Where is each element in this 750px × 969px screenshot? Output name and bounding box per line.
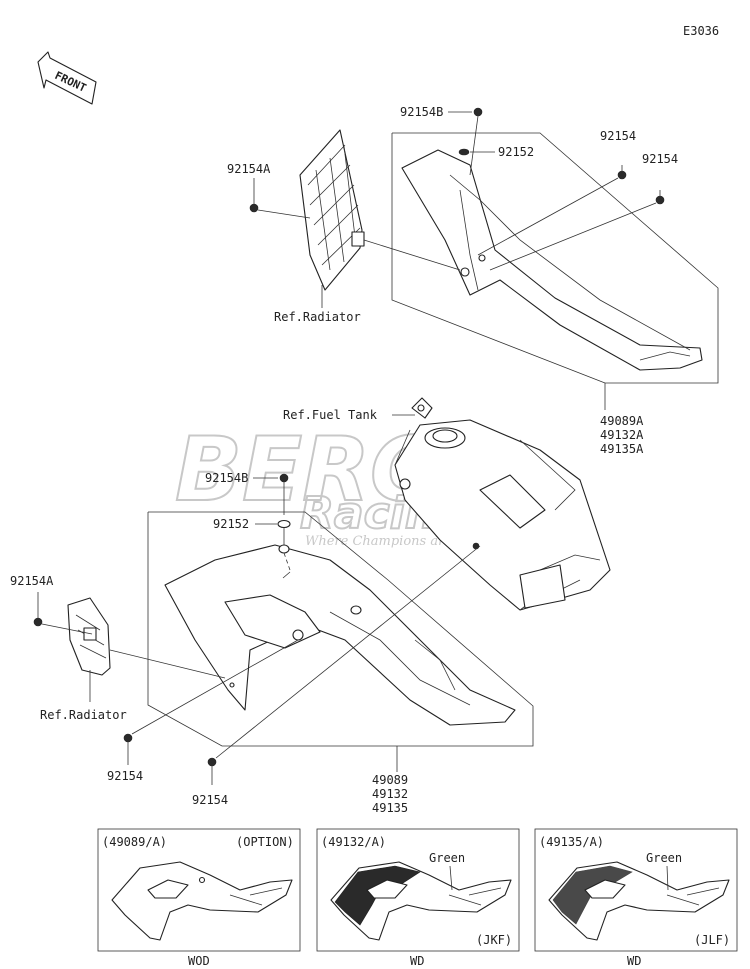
- callout-92154A-left: 92154A: [10, 574, 54, 588]
- top-bracket-lines: [391, 132, 719, 384]
- part-number-top-1: 49089A: [600, 414, 644, 428]
- variant-panel-1: (49089/A) (OPTION) WOD: [97, 828, 301, 968]
- bottom-bracket-lines: [147, 511, 534, 747]
- radiator-grille-left: [67, 597, 111, 702]
- bolt-icon: [33, 617, 43, 627]
- callout-92154-top-b: 92154: [642, 152, 678, 166]
- bolt-icon: [249, 203, 259, 213]
- variant-3-suffix: (JLF): [694, 933, 730, 947]
- diagram-code: E3036: [683, 24, 719, 38]
- callout-92152-top: 92152: [498, 145, 534, 159]
- variant-1-note: (OPTION): [236, 835, 294, 849]
- variant-3-code: (49135/A): [539, 835, 604, 849]
- callout-92154-bottom-a: 92154: [107, 769, 143, 783]
- ref-fuel-tank: Ref.Fuel Tank: [283, 408, 378, 422]
- bolt-icon: [123, 733, 133, 743]
- part-number-bottom-2: 49132: [372, 787, 408, 801]
- variant-1-footer: WOD: [188, 954, 210, 968]
- variant-2-code: (49132/A): [321, 835, 386, 849]
- variant-2-color-label: Green: [429, 851, 465, 865]
- callout-92154B-top: 92154B: [400, 105, 443, 119]
- variant-1-code: (49089/A): [102, 835, 167, 849]
- part-number-top-2: 49132A: [600, 428, 644, 442]
- bolt-icon: [473, 107, 483, 117]
- callout-92154-bottom-b: 92154: [192, 793, 228, 807]
- variant-3-color-label: Green: [646, 851, 682, 865]
- washer-icon: [277, 519, 291, 529]
- callout-92152-mid: 92152: [213, 517, 249, 531]
- variant-panel-3: (49135/A) Green (JLF) WD: [534, 828, 738, 968]
- bolt-icon: [279, 473, 289, 483]
- fuel-tank-bracket: [394, 429, 576, 511]
- ref-radiator-top: Ref.Radiator: [274, 310, 361, 324]
- ref-radiator-left: Ref.Radiator: [40, 708, 127, 722]
- bolt-icon: [655, 195, 665, 205]
- shroud-bottom: [164, 544, 516, 726]
- radiator-grille-top: [299, 129, 365, 291]
- callout-92154-top-a: 92154: [600, 129, 636, 143]
- variant-2-suffix: (JKF): [476, 933, 512, 947]
- bolt-icon: [617, 170, 627, 180]
- shroud-top: [401, 149, 703, 371]
- part-number-bottom-1: 49089: [372, 773, 408, 787]
- part-number-bottom-3: 49135: [372, 801, 408, 815]
- watermark-tagline: Where Champions are: [305, 534, 452, 549]
- variant-panel-2: (49132/A) Green (JKF) WD: [316, 828, 520, 968]
- bolt-icon: [207, 757, 217, 767]
- fasteners-top: [249, 107, 665, 410]
- washer-icon: [458, 148, 470, 156]
- callout-92154B-mid: 92154B: [205, 471, 248, 485]
- fasteners-bottom: [33, 473, 481, 785]
- variant-2-footer: WD: [410, 954, 424, 968]
- variant-3-footer: WD: [627, 954, 641, 968]
- callout-92154A-top: 92154A: [227, 162, 271, 176]
- front-arrow-icon: FRONT: [37, 51, 97, 105]
- part-number-top-3: 49135A: [600, 442, 644, 456]
- fuel-tank: [394, 397, 611, 611]
